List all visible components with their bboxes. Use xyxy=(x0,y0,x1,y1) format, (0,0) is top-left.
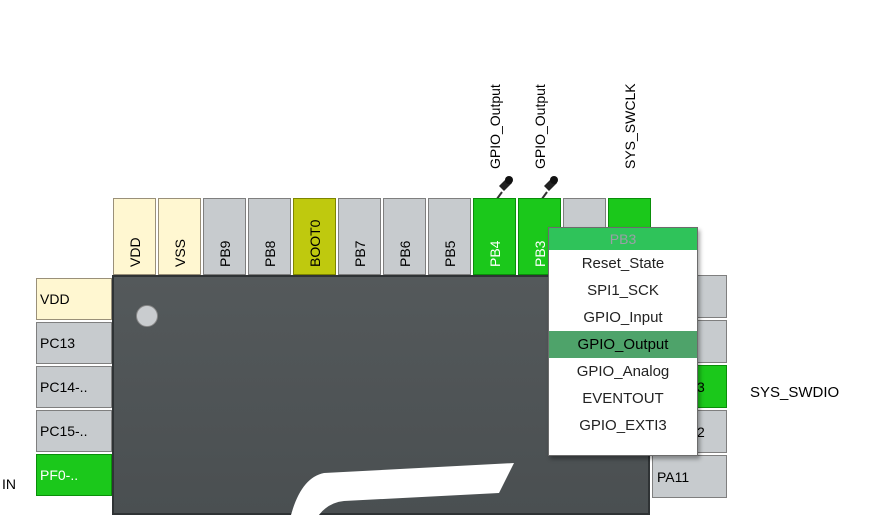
context-menu-item[interactable]: GPIO_Input xyxy=(583,309,663,326)
pin-label: PB5 xyxy=(442,240,458,267)
context-menu-item[interactable]: GPIO_EXTI3 xyxy=(579,417,667,434)
pin-label: PB8 xyxy=(262,240,278,267)
pin-label: PC14-.. xyxy=(40,379,88,395)
pin-label: PB6 xyxy=(397,240,413,267)
st-logo-icon xyxy=(289,463,514,523)
pin-label: PB7 xyxy=(352,240,368,267)
context-menu-item[interactable]: GPIO_Output xyxy=(549,331,697,358)
pf0-signal-label: IN xyxy=(2,476,16,492)
pin-label: PB3 xyxy=(532,240,548,267)
pb4-signal-label: GPIO_Output xyxy=(487,84,503,169)
pin-label: BOOT0 xyxy=(307,219,323,267)
left-pin[interactable]: VDD xyxy=(36,278,112,320)
context-menu-item[interactable]: Reset_State xyxy=(581,255,665,272)
left-pin[interactable]: PF0-.. xyxy=(36,454,112,496)
left-pin[interactable]: PC13 xyxy=(36,322,112,364)
context-menu-item[interactable]: EVENTOUT xyxy=(582,390,664,407)
pin-label: VSS xyxy=(172,238,188,267)
top-pin[interactable] xyxy=(608,198,651,228)
pin-label: PB9 xyxy=(217,240,233,267)
top-pin[interactable]: PB5 xyxy=(428,198,471,275)
top-pin[interactable]: PB8 xyxy=(248,198,291,275)
pa13-signal-label: SYS_SWDIO xyxy=(750,384,840,401)
right-pin[interactable]: PA11 xyxy=(652,455,727,498)
top-pin[interactable]: VDD xyxy=(113,198,156,275)
top-pin[interactable]: PB9 xyxy=(203,198,246,275)
pb3-signal-label: GPIO_Output xyxy=(532,84,548,169)
context-menu-item[interactable]: GPIO_Analog xyxy=(576,363,670,380)
pin-label: PA11 xyxy=(657,468,690,485)
context-menu-item[interactable]: SPI1_SCK xyxy=(587,282,659,299)
pin-label: PF0-.. xyxy=(40,467,79,483)
pin1-marker-icon xyxy=(136,305,158,327)
top-pin[interactable]: VSS xyxy=(158,198,201,275)
top-pin[interactable] xyxy=(563,198,606,230)
left-pin[interactable]: PC14-.. xyxy=(36,366,112,408)
pin-label: PC13 xyxy=(40,335,76,351)
pin-label: PB4 xyxy=(487,240,503,267)
pa14-signal-label: SYS_SWCLK xyxy=(622,83,638,169)
pin-label: 3 xyxy=(697,378,705,395)
pin-label: PC15-.. xyxy=(40,423,88,439)
pin-label: 2 xyxy=(697,423,705,440)
context-menu-title: PB3 xyxy=(549,228,697,250)
top-pin[interactable]: PB4 xyxy=(473,198,516,275)
top-pin[interactable]: PB7 xyxy=(338,198,381,275)
left-pin[interactable]: PC15-.. xyxy=(36,410,112,452)
top-pin[interactable]: BOOT0 xyxy=(293,198,336,275)
top-pin[interactable]: PB6 xyxy=(383,198,426,275)
pin-label: VDD xyxy=(127,237,143,267)
pin-label: VDD xyxy=(40,291,70,307)
